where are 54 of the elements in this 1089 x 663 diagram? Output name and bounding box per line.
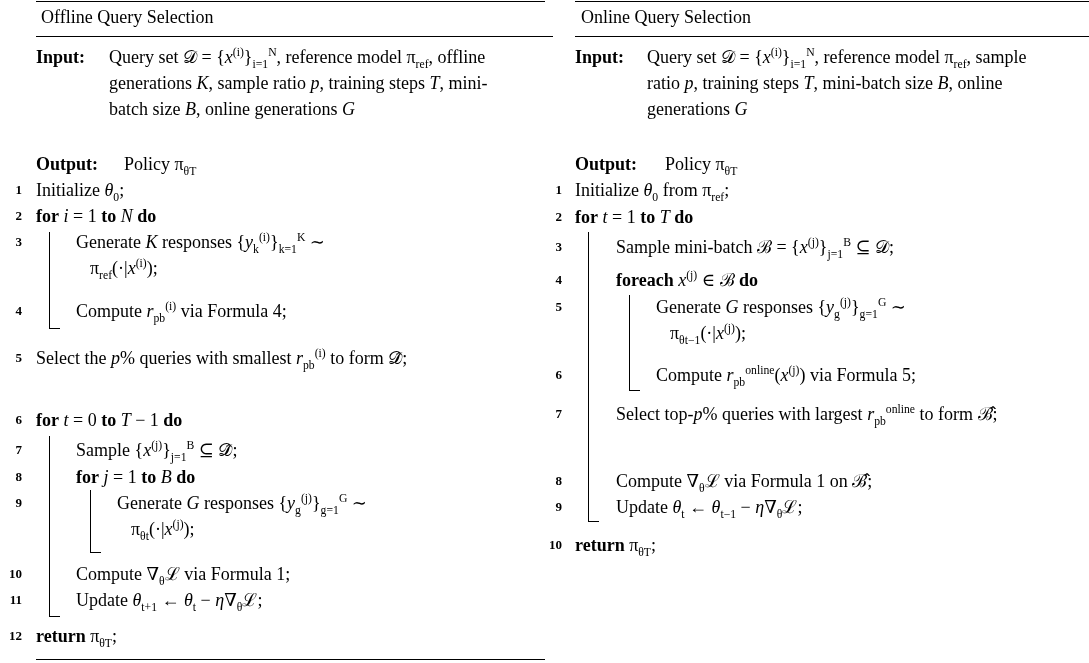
- section-keyword: Output:: [575, 153, 637, 176]
- line-number: 4: [554, 271, 562, 289]
- pseudocode-line: Compute r$_{pb}$$^{(i)}$ via Formula 4;: [76, 299, 287, 324]
- section-keyword: Input:: [36, 46, 86, 69]
- pseudocode-line: return π$_{θT}$;: [36, 625, 118, 649]
- pseudocode-line: Policy π$_{θT}$: [665, 153, 738, 177]
- line-number: 9: [14, 494, 22, 512]
- pseudocode-line: Select top-p% queries with largest r$_{pb}$$^{online}$ to form ℬ̂;: [616, 402, 999, 427]
- pseudocode-line: Sample mini-batch ℬ = {x$^{(j)}$}$_{j=1}$$^{B}$ ⊆ 𝒟;: [616, 235, 894, 260]
- line-number: 5: [14, 349, 22, 367]
- line-number: 9: [554, 498, 562, 516]
- line-number: 1: [554, 181, 562, 199]
- pseudocode-line: Compute ∇$_{θ}$ℒ via Formula 1;: [76, 563, 291, 587]
- line-number: 3: [554, 238, 562, 256]
- section-keyword: Output:: [36, 153, 98, 176]
- line-number: 2: [14, 207, 22, 225]
- line-number: 11: [8, 591, 22, 609]
- algorithm-title: Online Query Selection: [581, 6, 751, 29]
- line-number: 1: [14, 181, 22, 199]
- pseudocode-line: Compute r$_{pb}$$^{online}$(x$^{(j)}$) via Formula 5;: [656, 363, 916, 388]
- pseudocode-line: Update θ$_{t+1}$ ← θ$_{t}$ − η∇$_{θ}$ℒ;: [76, 589, 263, 613]
- pseudocode-line: Sample {x$^{(j)}$}$_{j=1}$$^{B}$ ⊆ 𝒟̂;: [76, 438, 238, 463]
- line-number: 5: [554, 298, 562, 316]
- pseudocode-line: Policy π$_{θT}$: [124, 153, 197, 177]
- pseudocode-line: foreach x$^{(j)}$ ∈ ℬ do: [616, 268, 759, 292]
- line-number: 10: [8, 565, 22, 583]
- line-number: 10: [548, 536, 562, 554]
- pseudocode-line: Generate K responses {y$_{k}$$^{(i)}$}$_{k=1}$$^{K}$ ∼ π$_{ref}$(·|x$^{(i)}$);: [76, 230, 326, 281]
- pseudocode-line: Initialize θ$_{0}$ from π$_{ref}$;: [575, 179, 730, 203]
- line-number: 6: [554, 366, 562, 384]
- pseudocode-line: Query set 𝒟 = {x$^{(i)}$}$_{i=1}$$^{N}$, reference model π$_{ref}$, offline generations K, sample ratio p, training steps T, mini-batch size B, online generations G: [109, 45, 489, 121]
- line-number: 3: [14, 233, 22, 251]
- pseudocode-line: Initialize θ$_{0}$;: [36, 179, 125, 203]
- pseudocode-line: for i = 1 to N do: [36, 205, 157, 228]
- pseudocode-line: for t = 0 to T − 1 do: [36, 409, 183, 432]
- pseudocode-line: Select the p% queries with smallest r$_{pb}$$^{(i)}$ to form 𝒟̂;: [36, 346, 409, 371]
- pseudocode-line: return π$_{θT}$;: [575, 534, 657, 558]
- pseudocode-line: Compute ∇$_{θ}$ℒ via Formula 1 on ℬ̂;: [616, 470, 873, 494]
- line-number: 7: [554, 405, 562, 423]
- line-number: 2: [554, 208, 562, 226]
- pseudocode-line: Query set 𝒟 = {x$^{(i)}$}$_{i=1}$$^{N}$, reference model π$_{ref}$, sample ratio p, training steps T, mini-batch size B, online generations G: [647, 45, 1028, 121]
- line-number: 6: [14, 411, 22, 429]
- algorithm-title: Offline Query Selection: [41, 6, 214, 29]
- pseudocode-line: Update θ$_{t}$ ← θ$_{t−1}$ − η∇$_{θ}$ℒ;: [616, 496, 803, 520]
- pseudocode-line: Generate G responses {y$_{g}$$^{(j)}$}$_{g=1}$$^{G}$ ∼ π$_{θt−1}$(·|x$^{(j)}$);: [656, 295, 907, 346]
- section-keyword: Input:: [575, 46, 625, 69]
- line-number: 4: [14, 302, 22, 320]
- pseudocode-line: Generate G responses {y$_{g}$$^{(j)}$}$_{g=1}$$^{G}$ ∼ π$_{θt}$(·|x$^{(j)}$);: [117, 491, 368, 542]
- pseudocode-line: for t = 1 to T do: [575, 206, 694, 229]
- line-number: 12: [8, 627, 22, 645]
- line-number: 7: [14, 441, 22, 459]
- line-number: 8: [14, 468, 22, 486]
- pseudocode-line: for j = 1 to B do: [76, 466, 196, 489]
- line-number: 8: [554, 472, 562, 490]
